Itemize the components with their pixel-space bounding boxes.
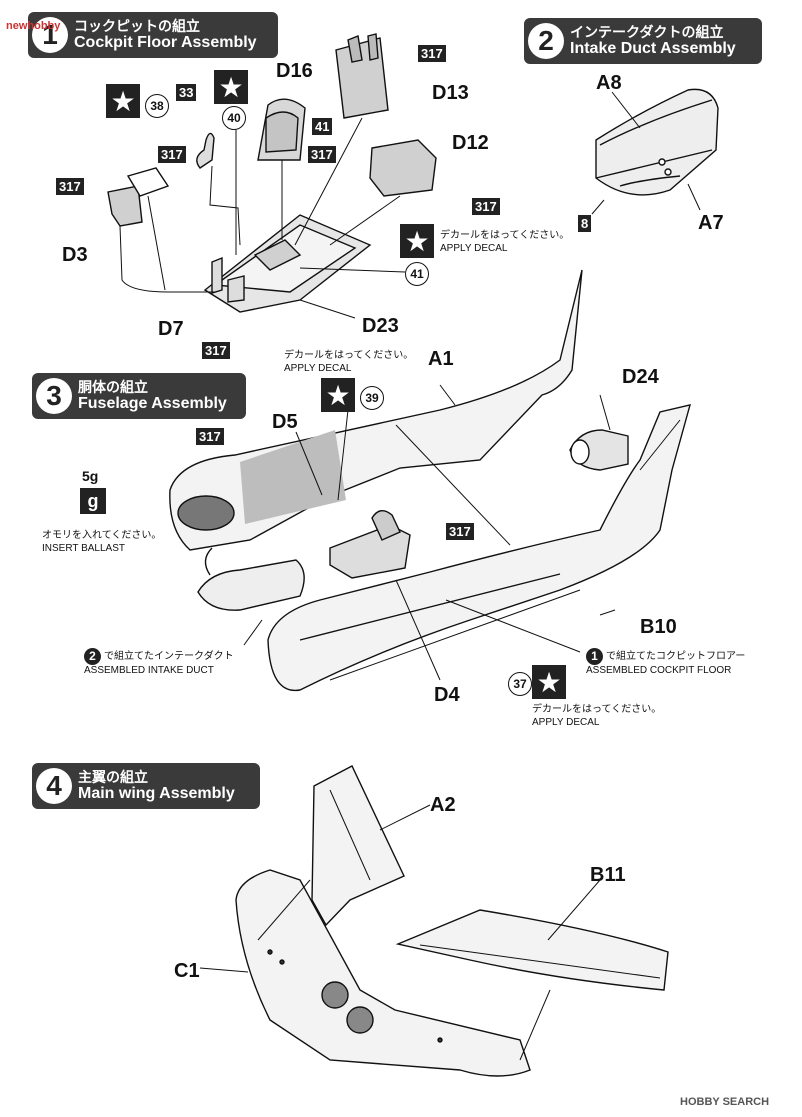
step-title-en: Main wing Assembly bbox=[78, 784, 235, 802]
paint-code-box: 33 bbox=[176, 84, 197, 101]
star-decal-icon: ★ bbox=[321, 378, 355, 412]
assembled-intake-jp: で組立てたインテークダクト bbox=[104, 651, 234, 663]
step-number: 1 bbox=[32, 17, 68, 53]
wing-a2-drawing bbox=[311, 765, 405, 927]
exhaust-d24-drawing bbox=[569, 429, 629, 471]
decal-note-jp: デカールをはってください。 bbox=[284, 350, 414, 361]
step-4-header: 4 主翼の組立 Main wing Assembly bbox=[32, 763, 260, 809]
step-title-en: Intake Duct Assembly bbox=[570, 39, 736, 57]
step-title-en: Fuselage Assembly bbox=[78, 394, 227, 412]
step-number: 3 bbox=[36, 378, 72, 414]
star-decal-icon: ★ bbox=[106, 84, 140, 118]
assembled-cockpit-jp: で組立てたコクピットフロアー bbox=[606, 651, 746, 663]
paint-code-box: 8 bbox=[578, 215, 592, 232]
seat-assembly-drawing bbox=[329, 510, 411, 579]
ballast-note-jp: オモリを入れてください。 bbox=[42, 530, 162, 541]
step-title-jp: コックピットの組立 bbox=[74, 17, 200, 34]
decal-note-jp: デカールをはってください。 bbox=[532, 704, 662, 715]
intake-assembled-drawing bbox=[197, 559, 305, 611]
step-number: 2 bbox=[528, 23, 564, 59]
part-label-d23: D23 bbox=[362, 315, 399, 337]
step-title-jp: インテークダクトの組立 bbox=[570, 23, 724, 40]
paint-code-box: 317 bbox=[446, 523, 474, 540]
step-title-jp: 主翼の組立 bbox=[78, 768, 148, 785]
part-label-d5: D5 bbox=[272, 411, 298, 433]
part-label-d16: D16 bbox=[276, 60, 313, 82]
step-1-header: 1 コックピットの組立 Cockpit Floor Assembly bbox=[28, 12, 278, 58]
paint-code-circle: 37 bbox=[508, 672, 532, 696]
paint-code-box: 317 bbox=[158, 146, 186, 163]
watermark-bottom: HOBBY SEARCH bbox=[680, 1096, 770, 1108]
wing-c1-drawing bbox=[235, 869, 531, 1077]
ballast-weight-icon: g bbox=[80, 488, 106, 514]
part-label-a7: A7 bbox=[698, 212, 724, 234]
part-label-d13: D13 bbox=[432, 82, 469, 104]
decal-note: デカールをはってください。 APPLY DECAL bbox=[284, 350, 413, 375]
ballast-note-en: INSERT BALLAST bbox=[42, 542, 125, 554]
ballast-weight-label: 5g bbox=[82, 468, 99, 484]
step-3-header: 3 胴体の組立 Fuselage Assembly bbox=[32, 373, 246, 419]
step-2-header: 2 インテークダクトの組立 Intake Duct Assembly bbox=[524, 18, 762, 64]
step-number: 4 bbox=[36, 768, 72, 804]
paint-code-circle: 38 bbox=[145, 94, 169, 118]
paint-code-circle: 39 bbox=[360, 386, 384, 410]
part-d3-drawing bbox=[107, 167, 170, 227]
step-ref-icon: 2 bbox=[84, 648, 101, 665]
paint-code-box: 41 bbox=[312, 118, 333, 135]
part-label-d7: D7 bbox=[158, 318, 184, 340]
part-d13-drawing bbox=[335, 33, 389, 119]
star-decal-icon: ★ bbox=[400, 224, 434, 258]
ballast-note: オモリを入れてください。 INSERT BALLAST bbox=[42, 530, 161, 555]
fuselage-half-a1-drawing bbox=[169, 269, 583, 576]
step-title-jp: 胴体の組立 bbox=[78, 378, 148, 395]
panel-d12-drawing bbox=[369, 139, 437, 197]
part-label-d4: D4 bbox=[434, 684, 460, 706]
decal-note-en: APPLY DECAL bbox=[440, 242, 508, 254]
ballast-icon-letter: g bbox=[87, 490, 99, 511]
assembled-cockpit-en: ASSEMBLED COCKPIT FLOOR bbox=[586, 665, 732, 676]
part-label-a1: A1 bbox=[428, 348, 454, 370]
part-label-b11: B11 bbox=[590, 864, 626, 886]
star-decal-icon: ★ bbox=[532, 665, 566, 699]
step-title-en: Cockpit Floor Assembly bbox=[74, 33, 257, 51]
assembled-intake-en: ASSEMBLED INTAKE DUCT bbox=[84, 665, 214, 676]
star-decal-icon: ★ bbox=[214, 70, 248, 104]
intake-duct-drawing bbox=[595, 88, 719, 196]
fuselage-b10-drawing bbox=[267, 404, 691, 692]
decal-note-en: APPLY DECAL bbox=[284, 362, 352, 374]
paint-code-box: 317 bbox=[308, 146, 336, 163]
part-label-b10: B10 bbox=[640, 616, 677, 638]
part-label-c1: C1 bbox=[174, 960, 200, 982]
wing-b11-drawing bbox=[395, 909, 669, 991]
part-label-a8: A8 bbox=[596, 72, 622, 94]
decal-note-jp: デカールをはってください。 bbox=[440, 230, 570, 241]
decal-note: デカールをはってください。 APPLY DECAL bbox=[532, 704, 661, 729]
paint-code-box: 317 bbox=[418, 45, 446, 62]
part-label-d24: D24 bbox=[622, 366, 659, 388]
paint-code-box: 317 bbox=[202, 342, 230, 359]
paint-code-box: 317 bbox=[56, 178, 84, 195]
decal-note-en: APPLY DECAL bbox=[532, 716, 600, 728]
part-label-d12: D12 bbox=[452, 132, 489, 154]
step-ref-icon: 1 bbox=[586, 648, 603, 665]
part-label-d3: D3 bbox=[62, 244, 88, 266]
paint-code-circle: 40 bbox=[222, 106, 246, 130]
paint-code-box: 317 bbox=[472, 198, 500, 215]
part-label-a2: A2 bbox=[430, 794, 456, 816]
watermark-top: newhobby bbox=[6, 20, 61, 32]
decal-note: デカールをはってください。 APPLY DECAL bbox=[440, 230, 569, 255]
paint-code-circle: 41 bbox=[405, 262, 429, 286]
paint-code-box: 317 bbox=[196, 428, 224, 445]
cockpit-tub-drawing bbox=[203, 214, 372, 313]
seat-d16-drawing bbox=[257, 98, 306, 161]
stick-drawing bbox=[196, 132, 215, 169]
